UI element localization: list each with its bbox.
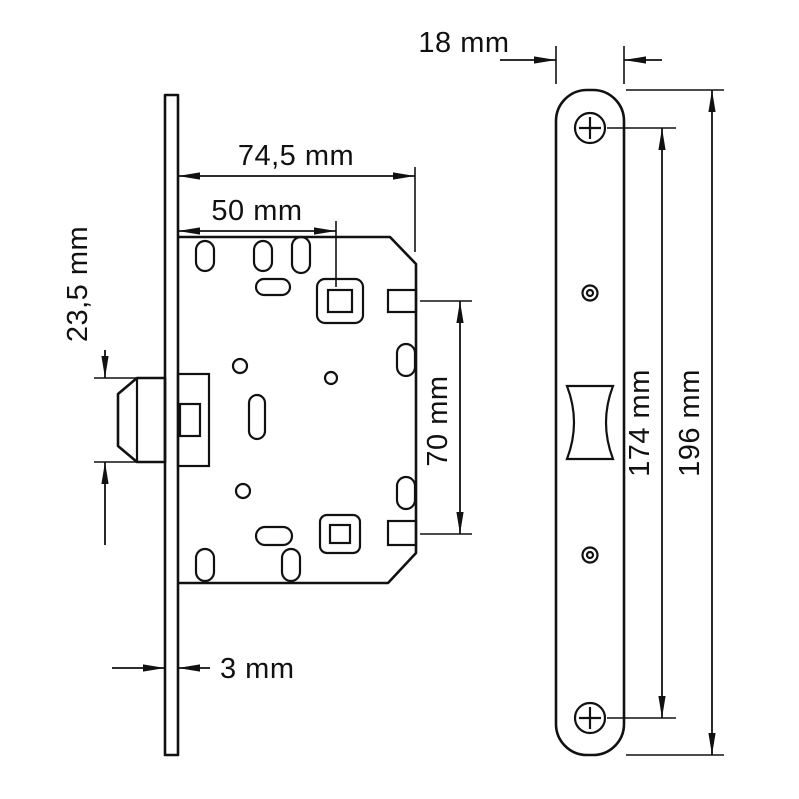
front-view-dimensions: 18 mm 174 mm 196 mm	[418, 27, 724, 756]
pin-hole	[323, 370, 339, 386]
rivet-hole-center	[585, 288, 595, 298]
dim-plate-thickness-label: 3 mm	[220, 653, 295, 685]
stop-tab-bottom	[386, 519, 418, 547]
slot-hole	[280, 547, 302, 583]
pin-hole	[234, 482, 252, 500]
slot-hole	[254, 277, 292, 297]
slot-hole	[194, 239, 216, 273]
latch-bolt-head	[116, 376, 167, 464]
spindle-hole-outer	[315, 277, 365, 325]
dim-latch-height-label: 23,5 mm	[62, 226, 94, 342]
lock-case-outline	[178, 235, 418, 585]
slot-hole	[395, 342, 417, 378]
keyhole-slot	[247, 393, 267, 441]
slot-hole	[194, 547, 216, 583]
dim-plate-width-label: 18 mm	[418, 27, 509, 59]
dim-plate-length-label: 196 mm	[674, 369, 706, 477]
slot-hole	[254, 525, 294, 547]
spindle-hole-inner	[326, 288, 354, 314]
square-hole-outer	[318, 513, 362, 555]
slot-hole	[290, 235, 312, 275]
dim-case-depth-label: 74,5 mm	[238, 140, 354, 172]
rivet-hole	[581, 284, 599, 302]
lock-side-view	[116, 93, 418, 757]
side-view-dimensions: 74,5 mm 50 mm 23,5 mm 70 mm 3 mm	[62, 140, 472, 685]
slot-hole	[252, 239, 274, 273]
stop-tab-top	[386, 288, 418, 314]
latch-tail	[176, 372, 211, 468]
square-hole-inner	[328, 523, 352, 545]
faceplate-front-view	[554, 88, 626, 757]
slot-hole	[395, 475, 417, 511]
rivet-hole-center	[585, 550, 595, 560]
pin-hole	[231, 357, 249, 375]
dim-screw-distance-label: 174 mm	[624, 369, 656, 477]
rivet-hole	[581, 546, 599, 564]
dim-backset-label: 50 mm	[211, 195, 302, 227]
screw-hole-top	[573, 111, 607, 145]
latch-opening	[565, 384, 615, 461]
faceplate-outline	[554, 88, 626, 757]
latch-tail-window	[178, 402, 202, 438]
screw-hole-bottom	[573, 701, 607, 735]
dim-hole-distance-label: 70 mm	[422, 375, 454, 466]
faceplate-side-view	[163, 93, 180, 757]
